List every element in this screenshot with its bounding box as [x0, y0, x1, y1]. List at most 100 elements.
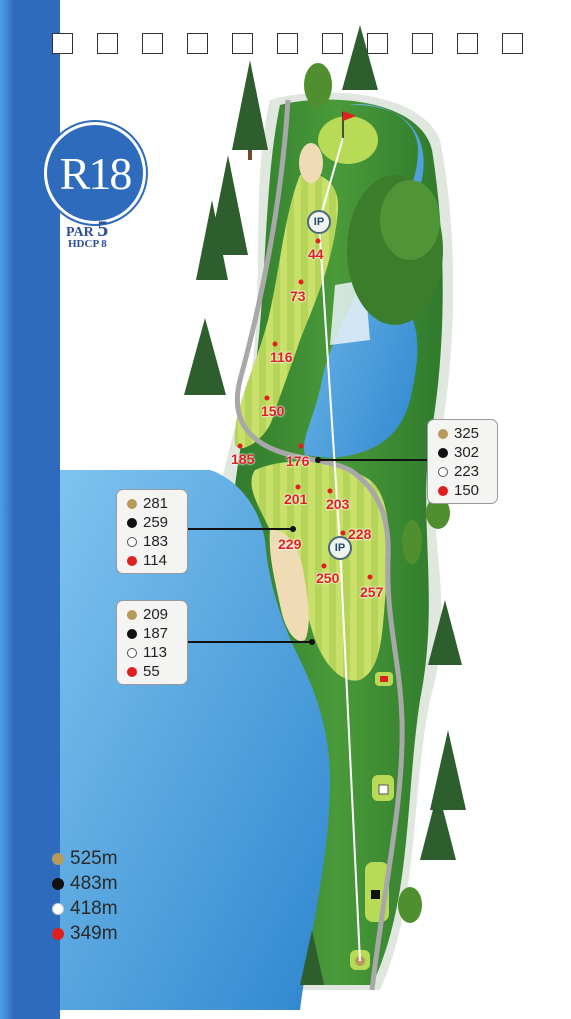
green	[318, 116, 378, 164]
distance-label: 176	[286, 453, 310, 469]
pine-tree	[232, 60, 268, 150]
distance-label: 203	[326, 496, 350, 512]
hole-number: R18	[59, 147, 133, 199]
yard-row: 281	[127, 494, 179, 513]
distance-dot	[327, 488, 333, 494]
distance-label: 250	[316, 570, 340, 586]
distance-dot	[367, 574, 373, 580]
yardage-box-left-upper: 281 259 183 114	[116, 489, 188, 574]
legend-value: 349m	[70, 922, 118, 944]
distance-label: 73	[290, 288, 306, 304]
aim-line	[317, 137, 361, 962]
distance-dot	[321, 563, 327, 569]
tee-white-dot	[127, 536, 137, 547]
forest	[380, 180, 440, 260]
checkbox-row	[52, 33, 532, 55]
checkbox[interactable]	[187, 33, 208, 54]
tee-black-dot	[127, 628, 137, 639]
checkbox[interactable]	[277, 33, 298, 54]
checkbox[interactable]	[457, 33, 478, 54]
tee-white-dot	[438, 466, 448, 477]
pine-tree	[184, 318, 226, 395]
ip-marker: IP	[328, 536, 352, 560]
distance-dot	[298, 443, 304, 449]
checkbox[interactable]	[232, 33, 253, 54]
tee-black-dot	[438, 447, 448, 458]
distance-dot	[264, 395, 270, 401]
tee-red-dot	[127, 666, 137, 677]
par-line: PAR 5	[66, 216, 108, 242]
tee-legend: 525m 483m 418m 349m	[52, 846, 118, 946]
yard-row: 325	[438, 424, 489, 443]
yard-value: 209	[143, 606, 169, 623]
bunker	[299, 143, 323, 183]
distance-label: 228	[348, 526, 372, 542]
tee-gold-dot	[52, 852, 64, 865]
fairway-lower	[251, 461, 390, 681]
par-prefix: PAR	[66, 225, 94, 240]
yard-row: 259	[127, 513, 179, 532]
yard-value: 55	[143, 663, 160, 680]
flag	[343, 111, 356, 121]
yard-row: 113	[127, 643, 179, 662]
tee-marker-black	[371, 890, 380, 899]
checkbox[interactable]	[52, 33, 73, 54]
tee-gold-dot	[127, 609, 137, 620]
checkbox[interactable]	[142, 33, 163, 54]
yard-value: 281	[143, 495, 169, 512]
pine-tree	[300, 930, 324, 985]
yard-value: 150	[454, 482, 480, 499]
checkbox[interactable]	[502, 33, 523, 54]
yard-row: 223	[438, 462, 489, 481]
pine-tree	[420, 790, 456, 860]
checkbox[interactable]	[322, 33, 343, 54]
par-value: 5	[97, 216, 109, 241]
distance-label: 257	[360, 584, 384, 600]
tee-marker-white	[378, 784, 389, 795]
legend-value: 525m	[70, 847, 118, 869]
distance-label: 150	[261, 403, 285, 419]
yard-row: 114	[127, 551, 179, 570]
tee-white-dot	[52, 902, 64, 915]
leader-dot	[309, 639, 315, 645]
yard-row: 55	[127, 662, 179, 681]
round-tree-group	[304, 63, 450, 923]
yard-value: 187	[143, 625, 169, 642]
tee-gold-dot	[438, 428, 448, 439]
legend-row: 483m	[52, 871, 118, 896]
round-tree	[398, 887, 422, 923]
yard-value: 183	[143, 533, 169, 550]
yard-value: 113	[143, 644, 167, 661]
yardage-box-left-lower: 209 187 113 55	[116, 600, 188, 685]
round-tree	[426, 497, 450, 529]
pine-tree-group	[184, 25, 466, 985]
distance-label: 116	[270, 349, 293, 365]
distance-dot	[237, 443, 243, 449]
tee-white-dot	[127, 647, 137, 658]
pine-tree	[342, 25, 378, 90]
distance-label: 201	[284, 491, 308, 507]
checkbox[interactable]	[97, 33, 118, 54]
pine-tree	[430, 730, 466, 810]
yard-value: 114	[143, 552, 167, 569]
checkbox[interactable]	[367, 33, 388, 54]
distance-label: 229	[278, 536, 302, 552]
tee-red-dot	[127, 555, 137, 566]
checkbox[interactable]	[412, 33, 433, 54]
yard-row: 150	[438, 481, 489, 500]
distance-label: 185	[231, 451, 255, 467]
distance-dot	[340, 530, 346, 536]
ip-marker: IP	[307, 210, 331, 234]
yard-value: 223	[454, 463, 480, 480]
leader-dot	[290, 526, 296, 532]
pine-tree	[196, 200, 228, 280]
tee-gold-dot	[127, 498, 137, 509]
yard-row: 187	[127, 624, 179, 643]
tee-black-dot	[127, 517, 137, 528]
yard-row: 209	[127, 605, 179, 624]
yard-row: 183	[127, 532, 179, 551]
legend-value: 418m	[70, 897, 118, 919]
round-tree	[304, 63, 332, 107]
yardage-box-right: 325 302 223 150	[427, 419, 498, 504]
cart-path	[234, 99, 405, 991]
